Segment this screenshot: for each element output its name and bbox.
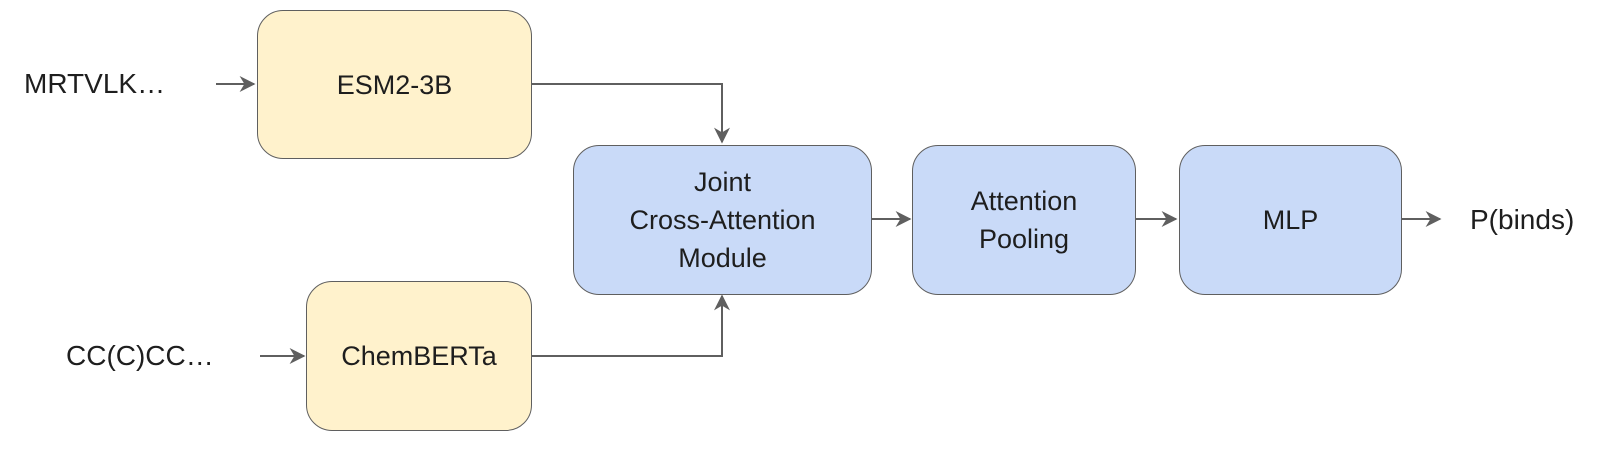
ligand-smiles-input: CC(C)CC… bbox=[66, 340, 214, 371]
esm2-encoder-label: ESM2-3B bbox=[336, 69, 453, 100]
attention-pooling-box: Attention Pooling bbox=[912, 145, 1136, 295]
cross-attention-module-box: Joint Cross-Attention Module bbox=[573, 145, 872, 295]
arrow-chemberta-to-cross-attention bbox=[532, 294, 730, 357]
esm2-encoder-box: ESM2-3B bbox=[257, 10, 532, 159]
arrow-esm-to-cross-attention bbox=[532, 83, 730, 144]
cross-attention-module-label: Joint Cross-Attention Module bbox=[629, 167, 816, 273]
mlp-box: MLP bbox=[1179, 145, 1402, 295]
chemberta-encoder-box: ChemBERTa bbox=[306, 281, 532, 431]
protein-sequence-input: MRTVLK… bbox=[24, 68, 166, 99]
binding-probability-output: P(binds) bbox=[1470, 204, 1575, 235]
mlp-label: MLP bbox=[1262, 205, 1319, 235]
attention-pooling-label: Attention Pooling bbox=[970, 186, 1078, 254]
chemberta-encoder-label: ChemBERTa bbox=[341, 341, 497, 371]
